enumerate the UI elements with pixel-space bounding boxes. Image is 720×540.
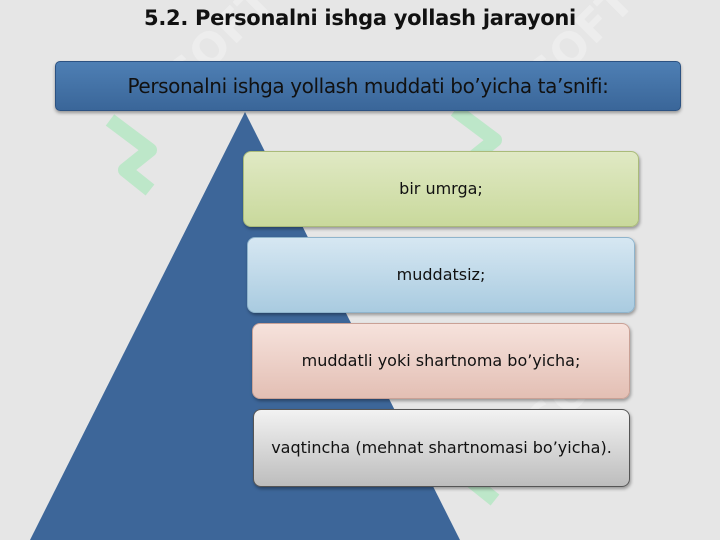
level-box-fixed-term: muddatli yoki shartnoma bo’yicha; xyxy=(252,323,630,399)
level-label: muddatsiz; xyxy=(396,265,486,284)
banner-label: Personalni ishga yollash muddati bo’yich… xyxy=(127,74,609,98)
classification-banner: Personalni ishga yollash muddati bo’yich… xyxy=(55,61,681,111)
level-label: vaqtincha (mehnat shartnomasi bo’yicha). xyxy=(271,438,612,457)
level-label: bir umrga; xyxy=(399,179,483,198)
level-label: muddatli yoki shartnoma bo’yicha; xyxy=(301,351,581,370)
level-box-lifetime: bir umrga; xyxy=(243,151,639,227)
slide-title: 5.2. Personalni ishga yollash jarayoni xyxy=(144,6,576,30)
level-box-temporary: vaqtincha (mehnat shartnomasi bo’yicha). xyxy=(253,409,630,487)
level-box-indefinite: muddatsiz; xyxy=(247,237,635,313)
